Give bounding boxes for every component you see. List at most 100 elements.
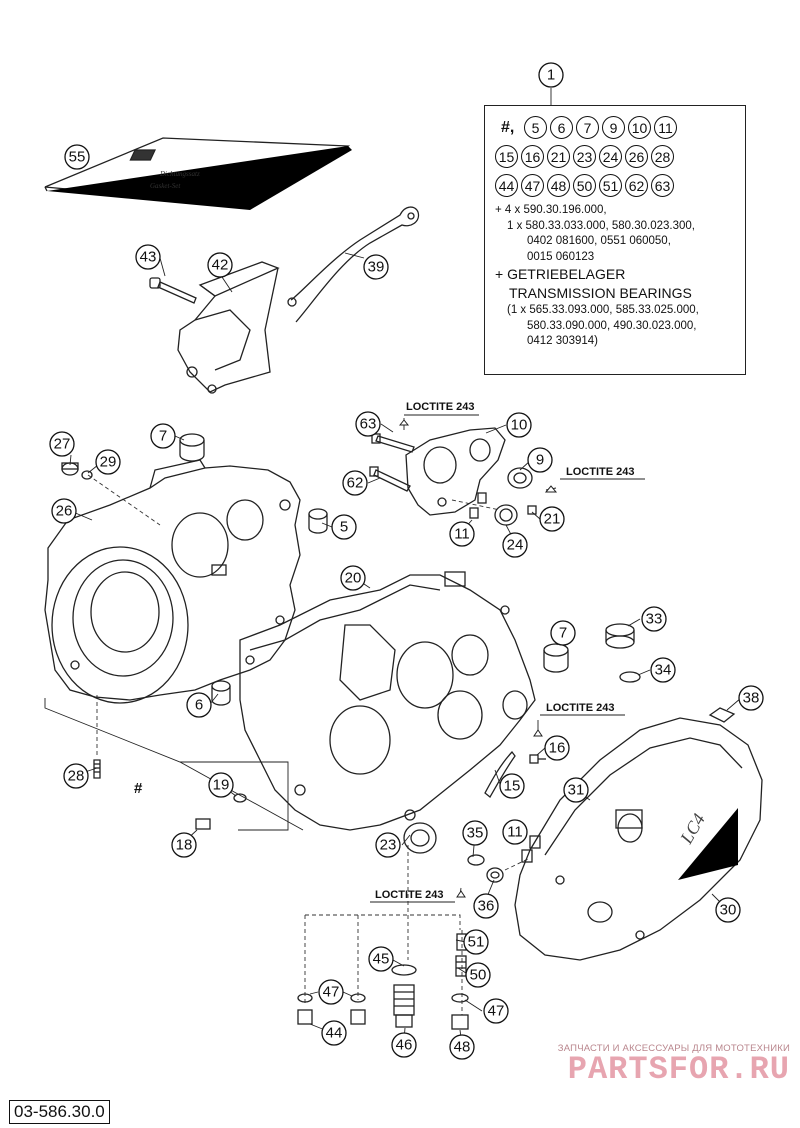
callout-47-right: 47	[483, 998, 509, 1024]
clip-38	[708, 707, 736, 723]
callout-30: 30	[715, 897, 741, 923]
spring-33	[605, 623, 635, 649]
kit-num: 24	[599, 145, 622, 168]
kit-num: 48	[547, 174, 570, 197]
callout-55: 55	[64, 144, 90, 170]
callout-63: 63	[355, 411, 381, 437]
svg-text:27: 27	[54, 436, 71, 453]
kit-line: 0015 060123	[527, 250, 595, 263]
crankcase-right	[239, 571, 536, 831]
callout-5: 5	[331, 514, 357, 540]
svg-text:15: 15	[504, 778, 521, 795]
bearing-housing-10	[405, 427, 506, 516]
svg-text:48: 48	[454, 1039, 471, 1056]
callout-33: 33	[641, 606, 667, 632]
bearing-9	[507, 467, 533, 489]
callout-28: 28	[63, 763, 89, 789]
kit-num: 63	[651, 174, 674, 197]
svg-text:33: 33	[646, 611, 663, 628]
plug-48	[451, 1014, 469, 1030]
callout-29: 29	[95, 449, 121, 475]
kit-num: 26	[625, 145, 648, 168]
diagram-reference-code: 03-586.30.0	[9, 1100, 110, 1124]
callout-18: 18	[171, 832, 197, 858]
kit-hash-symbol: #,	[501, 118, 515, 136]
cover-text-lc4: LC4	[676, 810, 709, 848]
kit-row-3: 44 47 48 50 51 62 63	[495, 174, 737, 197]
callout-7-mid: 7	[550, 620, 576, 646]
svg-text:20: 20	[345, 570, 362, 587]
seal-36	[486, 867, 504, 883]
kit-row-2: 15 16 21 23 24 26 28	[495, 145, 737, 168]
crankcase-left	[44, 459, 301, 704]
callout-38: 38	[738, 685, 764, 711]
clutch-cover-30: LC4	[514, 717, 763, 961]
callout-20: 20	[340, 565, 366, 591]
callout-26: 26	[51, 498, 77, 524]
spring-50	[455, 955, 467, 977]
callout-19: 19	[208, 772, 234, 798]
kit-heading-de: + GETRIEBELAGER	[495, 266, 626, 282]
oring-34	[619, 671, 641, 683]
washer-47-right	[451, 993, 469, 1003]
kit-line: 0402 081600, 0551 060050,	[527, 235, 671, 247]
svg-text:1: 1	[547, 67, 555, 84]
kit-num: 7	[576, 116, 599, 139]
svg-text:18: 18	[176, 837, 193, 854]
svg-text:47: 47	[323, 984, 340, 1001]
svg-text:7: 7	[559, 625, 567, 642]
svg-text:35: 35	[467, 825, 484, 842]
callout-11-bottom: 11	[502, 819, 528, 845]
callout-46: 46	[391, 1032, 417, 1058]
callout-31: 31	[563, 777, 589, 803]
svg-text:38: 38	[743, 690, 760, 707]
watermark: ЗАПЧАСТИ И АКСЕССУАРЫ ДЛЯ МОТОТЕХНИКИ PA…	[558, 1043, 790, 1086]
bushing-7-mid	[543, 643, 569, 673]
washer-19	[233, 793, 247, 803]
svg-text:47: 47	[488, 1003, 505, 1020]
bearing-23	[403, 822, 437, 854]
callout-9: 9	[527, 447, 553, 473]
svg-text:44: 44	[326, 1025, 343, 1042]
svg-text:29: 29	[100, 454, 117, 471]
callout-15: 15	[499, 773, 525, 799]
callout-43: 43	[135, 244, 161, 270]
screw-16	[529, 754, 546, 764]
kit-num: 16	[521, 145, 544, 168]
kit-num: 47	[521, 174, 544, 197]
svg-text:21: 21	[544, 511, 561, 528]
callout-51: 51	[463, 929, 489, 955]
kit-num: 62	[625, 174, 648, 197]
dowels-11a	[469, 492, 487, 519]
callout-16: 16	[544, 735, 570, 761]
kit-line: + 4 x 590.30.196.000,	[495, 204, 607, 216]
loctite-label-1: LOCTITE 243	[406, 401, 474, 413]
svg-text:55: 55	[69, 149, 86, 166]
svg-text:6: 6	[195, 697, 203, 714]
kit-num: 23	[573, 145, 596, 168]
svg-text:11: 11	[507, 824, 523, 841]
svg-text:46: 46	[396, 1037, 413, 1054]
bracket-15	[484, 750, 516, 798]
kit-num: 28	[651, 145, 674, 168]
kit-num: 9	[602, 116, 625, 139]
kit-num: 11	[654, 116, 677, 139]
callout-7-top: 7	[150, 423, 176, 449]
screw-28	[93, 759, 101, 779]
watermark-tagline: ЗАПЧАСТИ И АКСЕССУАРЫ ДЛЯ МОТОТЕХНИКИ	[557, 1043, 790, 1054]
svg-text:11: 11	[454, 526, 470, 543]
callout-24: 24	[502, 532, 528, 558]
callout-45: 45	[368, 946, 394, 972]
booklet-text-2: Gasket-Set	[150, 182, 181, 190]
kit-num: 21	[547, 145, 570, 168]
svg-text:63: 63	[360, 416, 377, 433]
svg-text:45: 45	[373, 951, 390, 968]
svg-text:50: 50	[470, 967, 487, 984]
gasket-set-booklet: Dichtungssatz Gasket-Set	[44, 137, 352, 210]
kit-contents-box: #, 5 6 7 9 10 11 15 16 21 23 24 26 28 44…	[484, 105, 746, 375]
callout-21: 21	[539, 506, 565, 532]
loctite-labels: LOCTITE 243 LOCTITE 243 LOCTITE 243 LOCT…	[370, 401, 645, 903]
kit-num: 51	[599, 174, 622, 197]
callout-1: 1	[538, 62, 564, 88]
